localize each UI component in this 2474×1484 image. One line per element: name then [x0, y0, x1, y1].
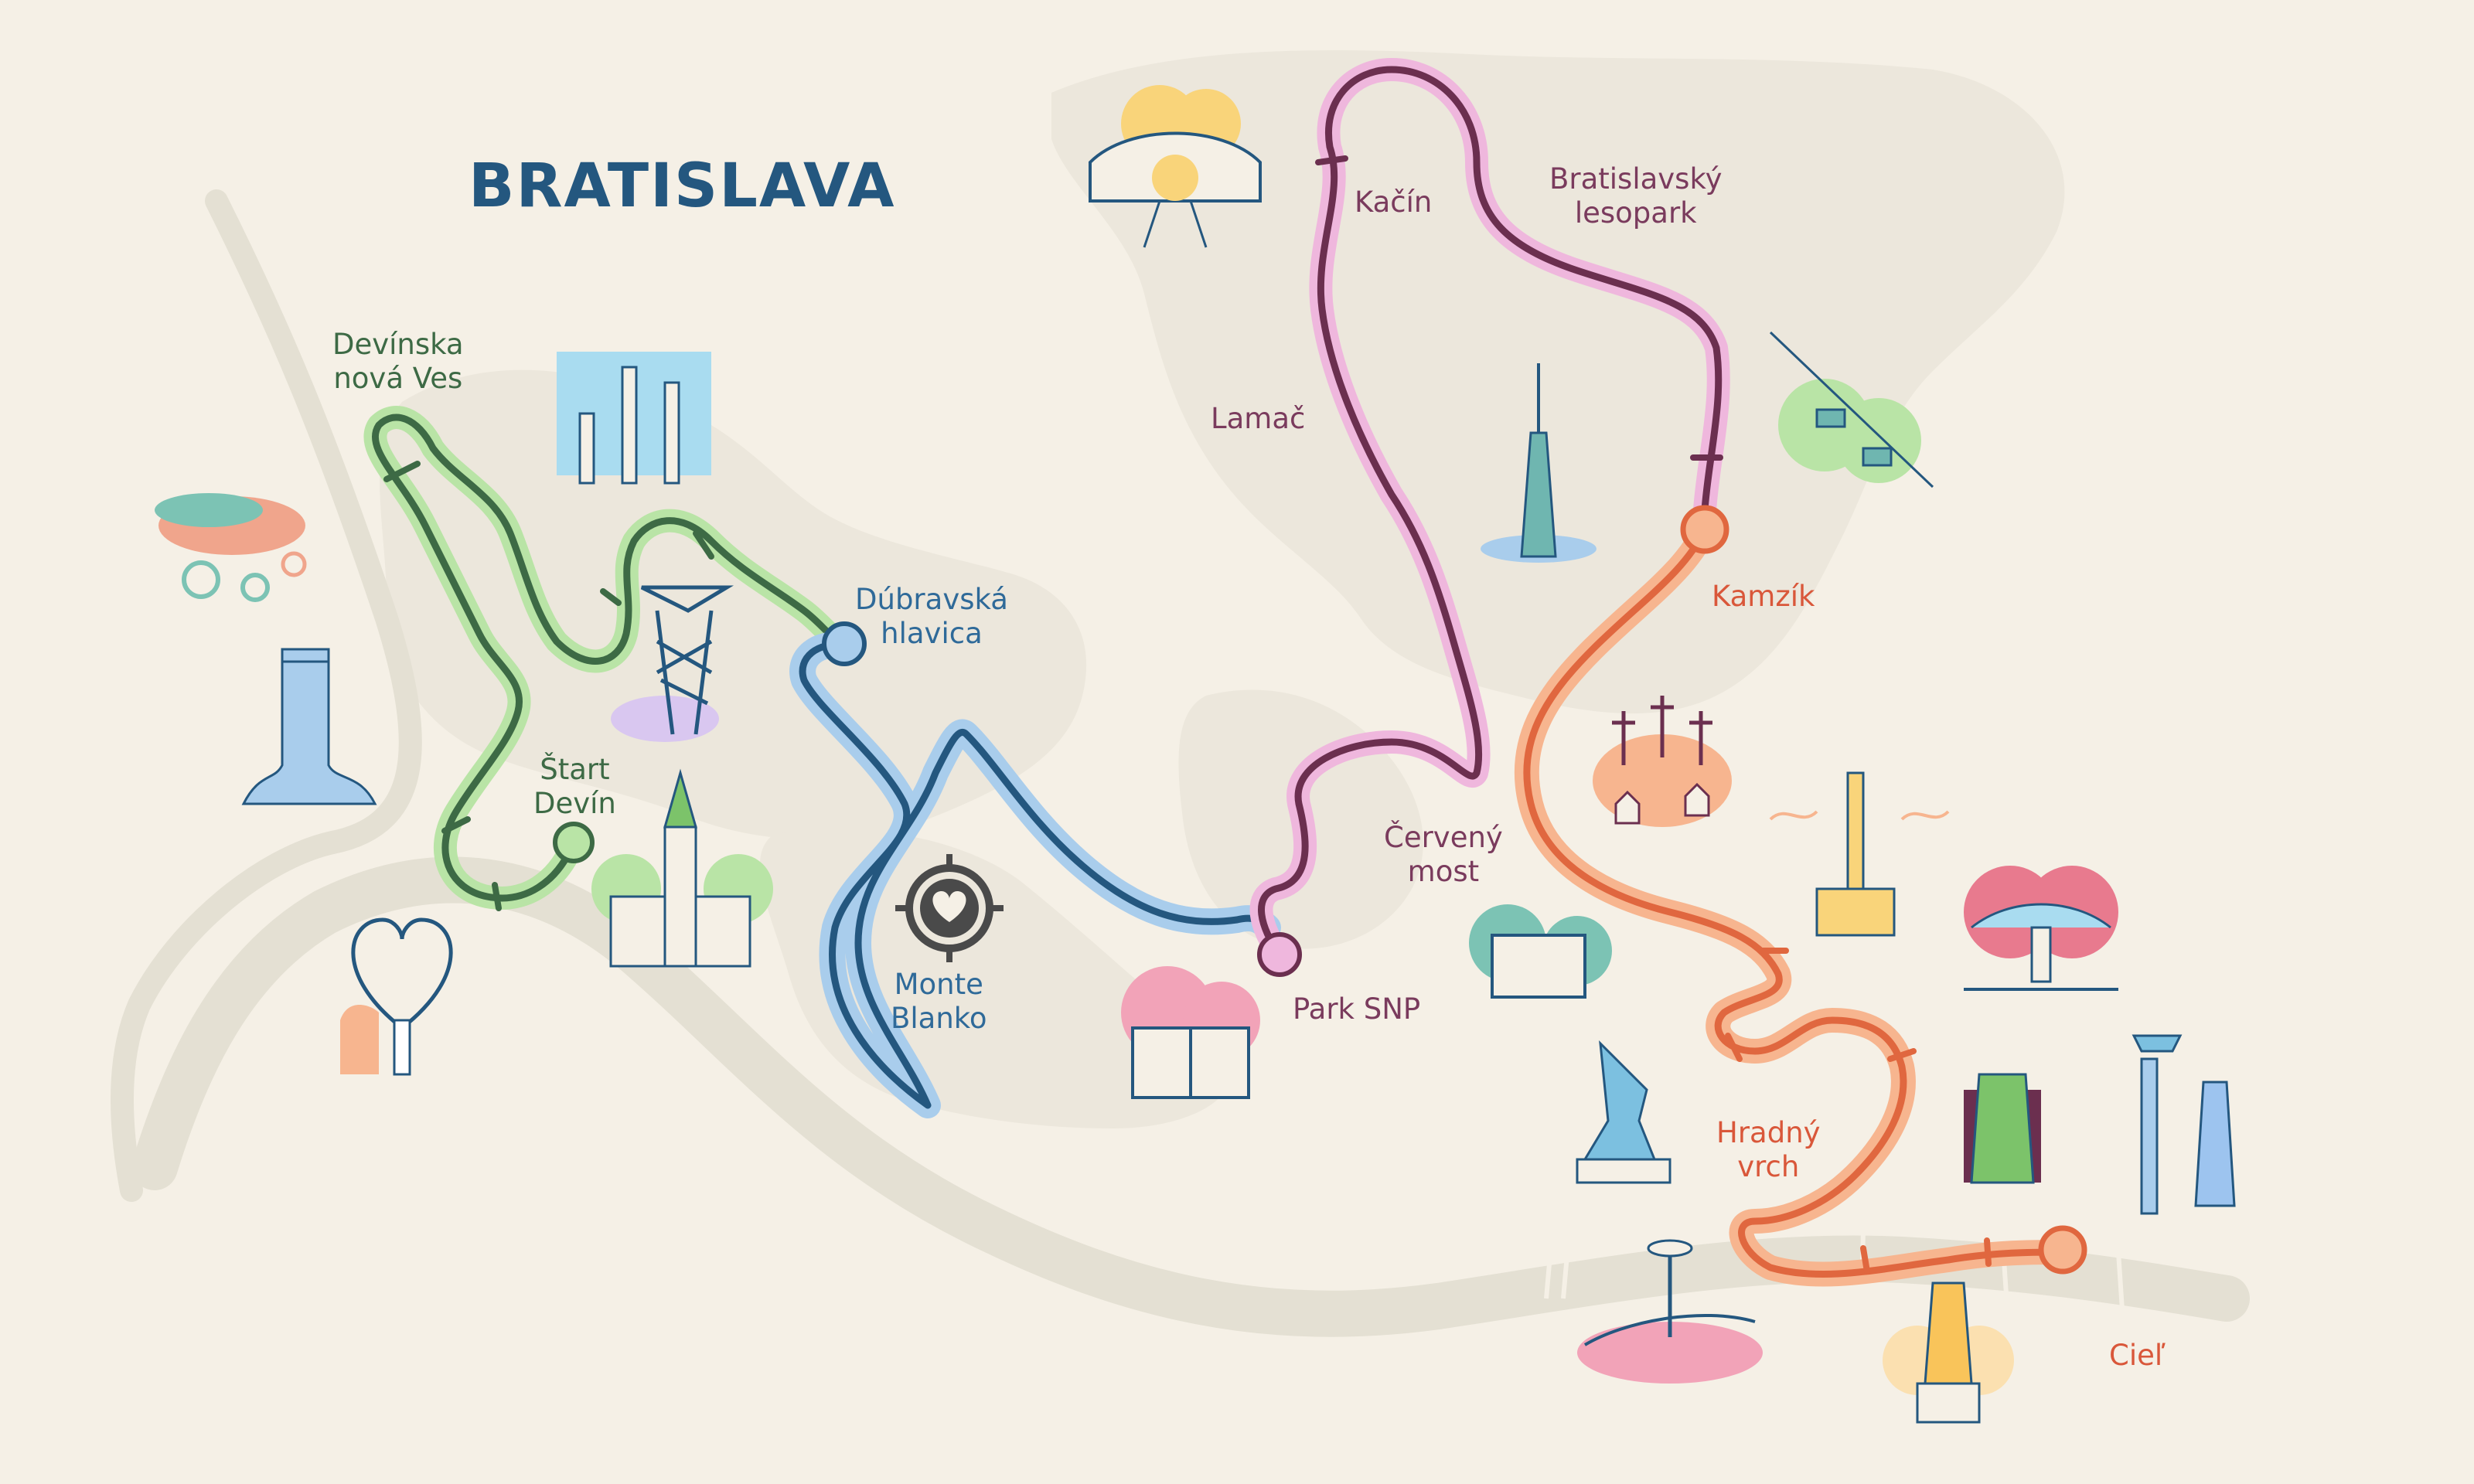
dubravska-hlavica-marker — [822, 621, 867, 666]
monte-blanko-heart-target-icon — [895, 854, 1004, 962]
label-ciel: Cieľ — [2109, 1339, 2166, 1372]
label-monte-blanko: Monte Blanko — [891, 968, 987, 1035]
label-kamzik: Kamzík — [1712, 580, 1815, 613]
label-cerveny-most: Červený most — [1384, 821, 1503, 888]
city-title: BRATISLAVA — [469, 151, 896, 221]
kamzik-marker — [1680, 505, 1729, 554]
arch-bridge-icon — [1089, 85, 1262, 248]
calvary-crosses-icon — [1593, 696, 1732, 827]
label-lamac: Lamač — [1211, 402, 1306, 435]
observation-tower-icon — [611, 585, 734, 742]
chairlift-icon — [1769, 331, 1934, 488]
gate-icon — [1121, 966, 1260, 1099]
church-icon — [591, 768, 773, 968]
stop-markers — [553, 505, 2087, 1275]
label-bratislavsky-lesopark: Bratislavský lesopark — [1549, 162, 1723, 230]
label-start-devin: Štart Devín — [533, 753, 616, 820]
statue-icon — [1576, 1040, 1671, 1184]
park-snp-marker — [1257, 932, 1302, 977]
label-park-snp: Park SNP — [1293, 992, 1421, 1026]
heart-sculpture-icon — [340, 917, 453, 1076]
green-route — [363, 406, 854, 911]
slavin-monument-icon — [1769, 771, 1950, 937]
plum-route — [1249, 58, 1730, 966]
lion-column-icon — [2132, 1034, 2236, 1215]
ciel-marker — [2038, 1225, 2087, 1275]
label-devinska-nova-ves: Devínska nová Ves — [332, 328, 464, 395]
tv-tower-icon — [1481, 363, 1597, 563]
totem-poles-icon — [557, 352, 711, 485]
rock-formation-icon — [155, 493, 307, 602]
blue-route — [789, 631, 1281, 1118]
fountain-icon — [1964, 866, 2118, 991]
standing-statue-icon — [1883, 1281, 2014, 1424]
bunker-icon — [1469, 904, 1612, 999]
label-kacin: Kačín — [1355, 186, 1433, 219]
start-devin-marker — [553, 822, 595, 863]
bridge-snp-icon — [1577, 1239, 1763, 1384]
orange-route — [1514, 517, 2073, 1287]
memorial-statue-icon — [1964, 1073, 2041, 1184]
label-dubravska-hlavica: Dúbravská hlavica — [855, 583, 1008, 650]
label-hradny-vrch: Hradný vrch — [1716, 1116, 1821, 1183]
castle-ruin-icon — [241, 648, 377, 805]
